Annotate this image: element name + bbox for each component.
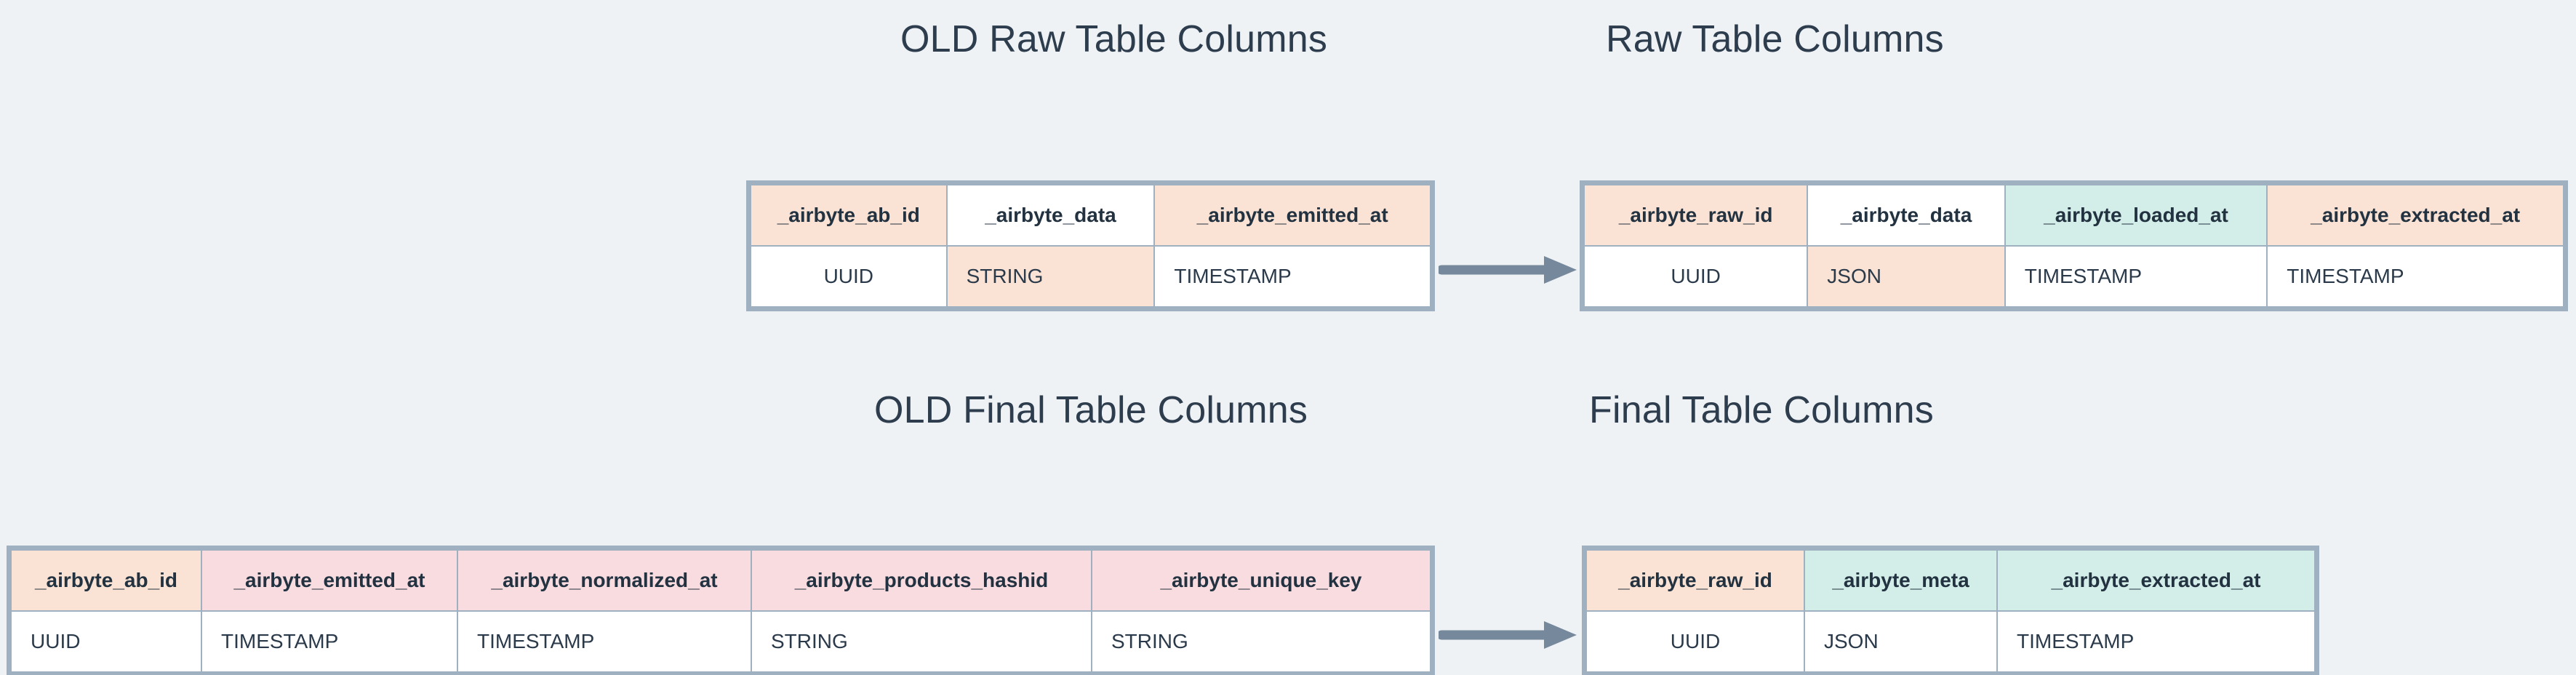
column-header-cell: _airbyte_extracted_at <box>1996 549 2316 612</box>
column-type-cell: JSON <box>1804 610 1998 673</box>
column-header-cell: _airbyte_meta <box>1804 549 1998 612</box>
table-final-columns: _airbyte_raw_id _airbyte_meta _airbyte_e… <box>1585 549 2316 673</box>
column-header-cell: _airbyte_emitted_at <box>201 549 458 612</box>
column-header-cell: _airbyte_loaded_at <box>2004 184 2268 247</box>
column-type-cell: STRING <box>751 610 1092 673</box>
arrow-right-icon-final <box>1439 621 1577 649</box>
table-row: UUID STRING TIMESTAMP <box>750 245 1431 308</box>
column-type-cell: TIMESTAMP <box>457 610 752 673</box>
column-type-cell: JSON <box>1807 245 2006 308</box>
column-header-cell: _airbyte_normalized_at <box>457 549 752 612</box>
arrow-right-icon-raw <box>1439 256 1577 284</box>
table-raw-columns: _airbyte_raw_id _airbyte_data _airbyte_l… <box>1583 184 2564 308</box>
column-type-cell: STRING <box>945 245 1156 308</box>
column-header-cell: _airbyte_ab_id <box>10 549 202 612</box>
column-type-cell: UUID <box>750 245 948 308</box>
column-type-cell: TIMESTAMP <box>2266 245 2564 308</box>
table-header-row: _airbyte_ab_id _airbyte_data _airbyte_em… <box>750 184 1431 247</box>
column-type-cell: TIMESTAMP <box>2004 245 2268 308</box>
column-header-cell: _airbyte_data <box>945 184 1156 247</box>
column-header-cell: _airbyte_extracted_at <box>2266 184 2564 247</box>
section-title-final-table: Final Table Columns <box>1589 389 1934 431</box>
section-title-old-raw-table: OLD Raw Table Columns <box>900 18 1328 60</box>
column-type-cell: TIMESTAMP <box>201 610 458 673</box>
column-header-cell: _airbyte_products_hashid <box>751 549 1092 612</box>
column-header-cell: _airbyte_emitted_at <box>1153 184 1431 247</box>
column-type-cell: STRING <box>1091 610 1431 673</box>
table-row: UUID JSON TIMESTAMP TIMESTAMP <box>1583 245 2564 308</box>
column-type-cell: UUID <box>1585 610 1805 673</box>
table-old-final-columns: _airbyte_ab_id _airbyte_emitted_at _airb… <box>10 549 1431 673</box>
table-old-raw-columns: _airbyte_ab_id _airbyte_data _airbyte_em… <box>750 184 1431 308</box>
column-header-cell: _airbyte_raw_id <box>1585 549 1805 612</box>
column-header-cell: _airbyte_raw_id <box>1583 184 1809 247</box>
column-header-cell: _airbyte_ab_id <box>750 184 948 247</box>
column-type-cell: UUID <box>1583 245 1809 308</box>
table-header-row: _airbyte_raw_id _airbyte_meta _airbyte_e… <box>1585 549 2316 612</box>
section-title-old-final-table: OLD Final Table Columns <box>874 389 1308 431</box>
table-row: UUID TIMESTAMP TIMESTAMP STRING STRING <box>10 610 1431 673</box>
column-type-cell: TIMESTAMP <box>1996 610 2316 673</box>
table-header-row: _airbyte_ab_id _airbyte_emitted_at _airb… <box>10 549 1431 612</box>
section-title-raw-table: Raw Table Columns <box>1606 18 1944 60</box>
table-row: UUID JSON TIMESTAMP <box>1585 610 2316 673</box>
table-header-row: _airbyte_raw_id _airbyte_data _airbyte_l… <box>1583 184 2564 247</box>
column-header-cell: _airbyte_unique_key <box>1091 549 1431 612</box>
column-header-cell: _airbyte_data <box>1807 184 2006 247</box>
column-type-cell: UUID <box>10 610 202 673</box>
column-type-cell: TIMESTAMP <box>1153 245 1431 308</box>
